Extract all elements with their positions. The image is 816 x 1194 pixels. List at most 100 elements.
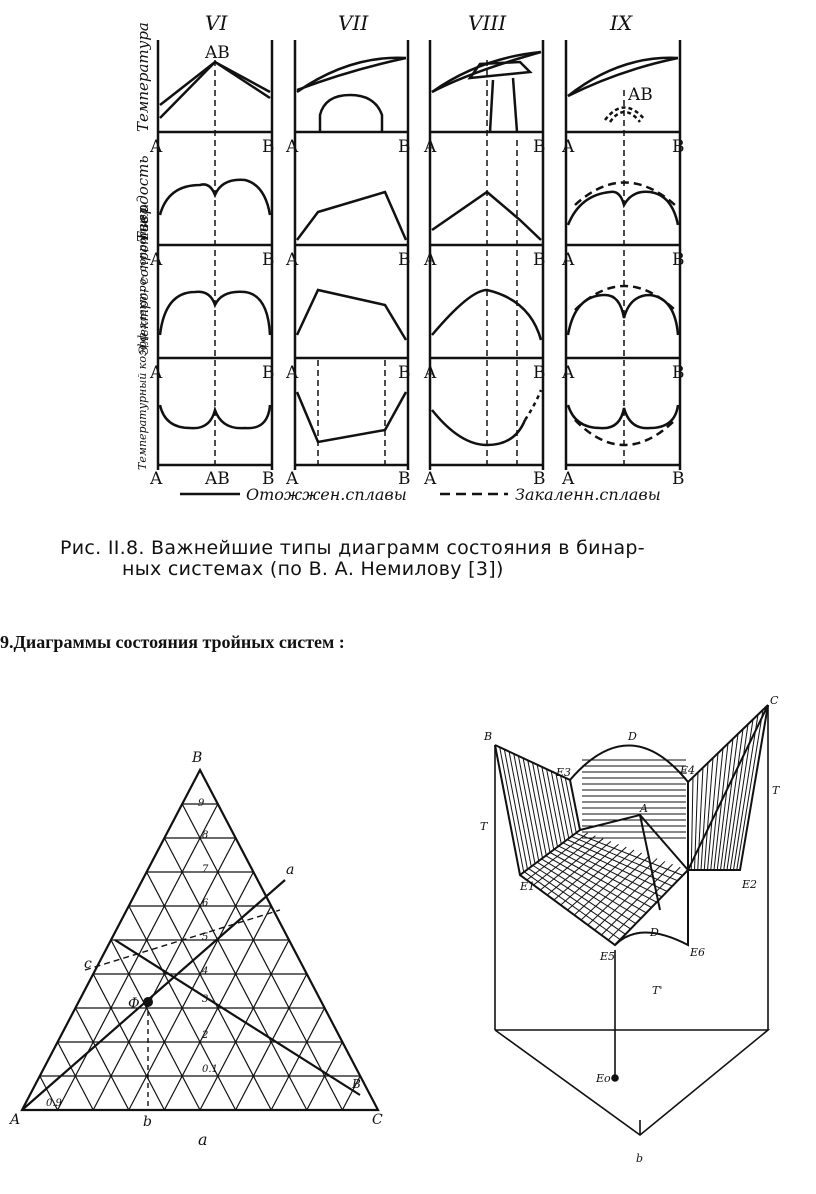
row-label-hardness: Твердость [134, 155, 152, 242]
axis-a: A [561, 250, 575, 270]
prism-label-e2: E2 [741, 878, 757, 891]
hatch-line [716, 738, 734, 871]
point-a: a [286, 862, 294, 878]
point-b: b [143, 1114, 152, 1130]
grid-line [74, 1007, 130, 1111]
prism-label-e1: E1 [519, 880, 535, 893]
hatch-line [503, 749, 528, 870]
axis-a: A [149, 250, 163, 270]
hatch-line [697, 767, 704, 871]
grid-line [341, 1075, 361, 1111]
column-vi [156, 40, 274, 470]
axis-b: B [398, 363, 411, 383]
axis-a: A [285, 363, 299, 383]
grid-label: 7 [202, 864, 209, 875]
hatch-line [541, 766, 558, 847]
column-label-vii: VII [338, 11, 369, 35]
axis-a: A [423, 469, 437, 489]
hatch-line [736, 709, 764, 871]
hatch-line [560, 775, 573, 836]
prism-label-e5: E5 [599, 950, 615, 963]
hatch-line [575, 832, 683, 876]
axis-a: A [423, 250, 437, 270]
column-vii [293, 40, 410, 470]
hatch-line [713, 743, 729, 871]
prism-label-t-left: T [480, 820, 489, 833]
axis-b: B [672, 469, 685, 489]
grid-line [128, 871, 254, 1111]
prism-label-t-right: T [772, 784, 781, 797]
hatch-line [726, 724, 749, 871]
grid-label: 6 [202, 898, 209, 909]
axis-a: A [285, 469, 299, 489]
grid-label: 0.9 [46, 1098, 63, 1109]
hatch-line [513, 753, 536, 864]
axis-b: B [262, 250, 275, 270]
hatch-line [555, 773, 570, 839]
hatch-line [546, 768, 562, 845]
prism-label-c: C [770, 694, 779, 707]
column-label-ix: IX [609, 11, 633, 35]
hatch-line [580, 855, 650, 921]
hatch-line [564, 777, 577, 833]
prism-label-t-prime: T' [652, 984, 662, 997]
axis-b: B [398, 137, 411, 157]
hatch-line [587, 858, 658, 926]
column-ix [564, 40, 682, 470]
axis-a: A [149, 363, 163, 383]
row-label-temperature: Температура [134, 22, 152, 132]
grid-line [146, 871, 272, 1111]
prism-label-e3: E3 [555, 766, 571, 779]
hatch-line [554, 848, 657, 903]
axis-b: B [262, 469, 275, 489]
axis-b: B [398, 469, 411, 489]
row-label-temp-coeff: Температурный коэфф.электро- сопротивл. [136, 204, 149, 470]
hatch-line [508, 751, 532, 867]
vertex-b: B [191, 750, 202, 766]
axis-b: B [672, 137, 685, 157]
hatch-line [567, 849, 635, 911]
caption-line-1: Рис. II.8. Важнейшие типы диаграмм состо… [60, 537, 645, 559]
hatch-line [723, 728, 744, 871]
axis-a: A [423, 137, 437, 157]
hatch-line [690, 777, 694, 871]
grid-line [235, 973, 308, 1111]
hatch-line [720, 733, 739, 871]
hatch-line [566, 839, 673, 887]
ternary-prism-figure: B C D E3 E4 A E1 E2 D E5 E6 T T T' Eo b [480, 694, 781, 1165]
grid-line [110, 939, 201, 1111]
grid-label: 5 [202, 932, 208, 943]
hatch-line [532, 762, 551, 853]
axis-b: B [672, 250, 685, 270]
grid-line [92, 973, 165, 1111]
prism-label-b: B [483, 730, 492, 743]
vertex-c: C [372, 1112, 383, 1128]
grid-label: 4 [201, 966, 208, 977]
axis-a: A [561, 363, 575, 383]
hatch-line [707, 753, 719, 871]
hatch-line [571, 835, 678, 882]
legend-quenched: Закаленн.сплавы [515, 485, 661, 504]
hatch-line [607, 866, 681, 941]
hatch-line [601, 863, 673, 936]
axis-b: B [262, 137, 275, 157]
compound-label-ix: AB [627, 85, 653, 105]
hatch-line [703, 757, 714, 871]
grid-label: 9 [198, 798, 205, 809]
grid-line [57, 1041, 94, 1111]
grid-label: 2 [201, 1030, 208, 1041]
axis-ab: AB [204, 469, 230, 489]
axis-a: A [149, 469, 163, 489]
axis-b: B [672, 363, 685, 383]
grid-label: 8 [202, 830, 208, 841]
hatch-line [527, 760, 547, 856]
axis-a: A [561, 137, 575, 157]
hatch-line [733, 714, 759, 871]
axis-b: B [533, 250, 546, 270]
grid-line [270, 1007, 326, 1111]
prism-label-d: D [627, 730, 637, 743]
axis-b: B [398, 250, 411, 270]
caption-line-2: ных системах (по В. А. Немилову [3]) [122, 558, 504, 580]
row-label-resistance: Электро- сопротивл. [137, 204, 152, 355]
hatch-line [499, 747, 525, 873]
